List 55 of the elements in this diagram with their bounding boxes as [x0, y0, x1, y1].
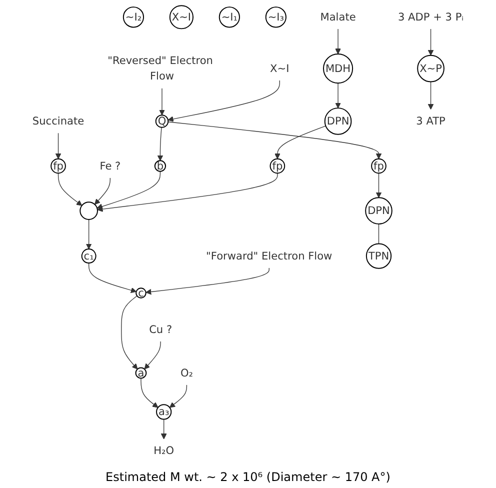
node-circle: a₃	[156, 404, 172, 420]
node-circle: fp	[371, 158, 386, 174]
node-circle: X~P	[417, 54, 444, 82]
node-text: 3 ATP	[416, 114, 446, 128]
arrow	[121, 296, 138, 370]
arrow	[169, 384, 188, 408]
node-circle: ~I₂	[122, 6, 144, 28]
node-text: Cu ?	[149, 322, 172, 336]
node-circle: X~I	[169, 5, 194, 30]
node-circle: DPN	[324, 108, 352, 135]
arrow	[157, 127, 164, 161]
node-circle: fp	[50, 158, 66, 174]
arrow	[144, 341, 161, 370]
arrow	[88, 262, 137, 294]
node-circle: ~I₃	[265, 6, 286, 28]
node-circle: ~I₁	[218, 6, 240, 28]
arrow	[335, 82, 341, 108]
node-circle: TPN	[366, 243, 392, 269]
arrow	[159, 88, 165, 116]
arrow	[376, 172, 382, 198]
node-text: Succinate	[32, 114, 84, 128]
arrow	[335, 28, 341, 54]
arrow	[428, 28, 434, 56]
node-text: X~I	[270, 62, 290, 74]
node-text: "Reversed" Electron Flow	[108, 54, 213, 82]
arrow	[140, 378, 158, 408]
arrow	[55, 132, 62, 160]
node-text: H₂O	[154, 444, 174, 457]
arrow	[86, 219, 92, 250]
arrow	[96, 171, 161, 210]
arrow	[97, 172, 278, 212]
node-circle: c₁	[81, 248, 96, 264]
node-circle: DPN	[365, 197, 392, 224]
arrow	[146, 268, 270, 295]
arrow	[168, 122, 382, 160]
node-text: Fe ?	[100, 159, 121, 172]
node-circle: b	[154, 160, 166, 172]
arrow	[428, 81, 434, 110]
node-circle: MDH	[322, 53, 354, 84]
node-text: "Forward" Electron Flow	[206, 249, 332, 262]
node-circle	[80, 202, 98, 220]
connector	[378, 224, 380, 244]
arrow	[94, 178, 110, 205]
arrow	[274, 126, 326, 160]
node-text: O₂	[180, 366, 193, 379]
node-circle: a	[135, 367, 147, 379]
node-text: 3 ADP + 3 Pᵢ	[398, 10, 464, 24]
node-circle: Q	[155, 114, 169, 128]
node-circle: c	[136, 288, 146, 298]
arrow	[168, 80, 280, 122]
arrow	[58, 172, 82, 206]
caption: Estimated M wt. ~ 2 x 10⁶ (Diameter ~ 170 A°)	[106, 470, 390, 484]
arrow	[160, 418, 167, 440]
node-text: Malate	[320, 10, 356, 24]
node-circle: fp	[270, 158, 286, 174]
